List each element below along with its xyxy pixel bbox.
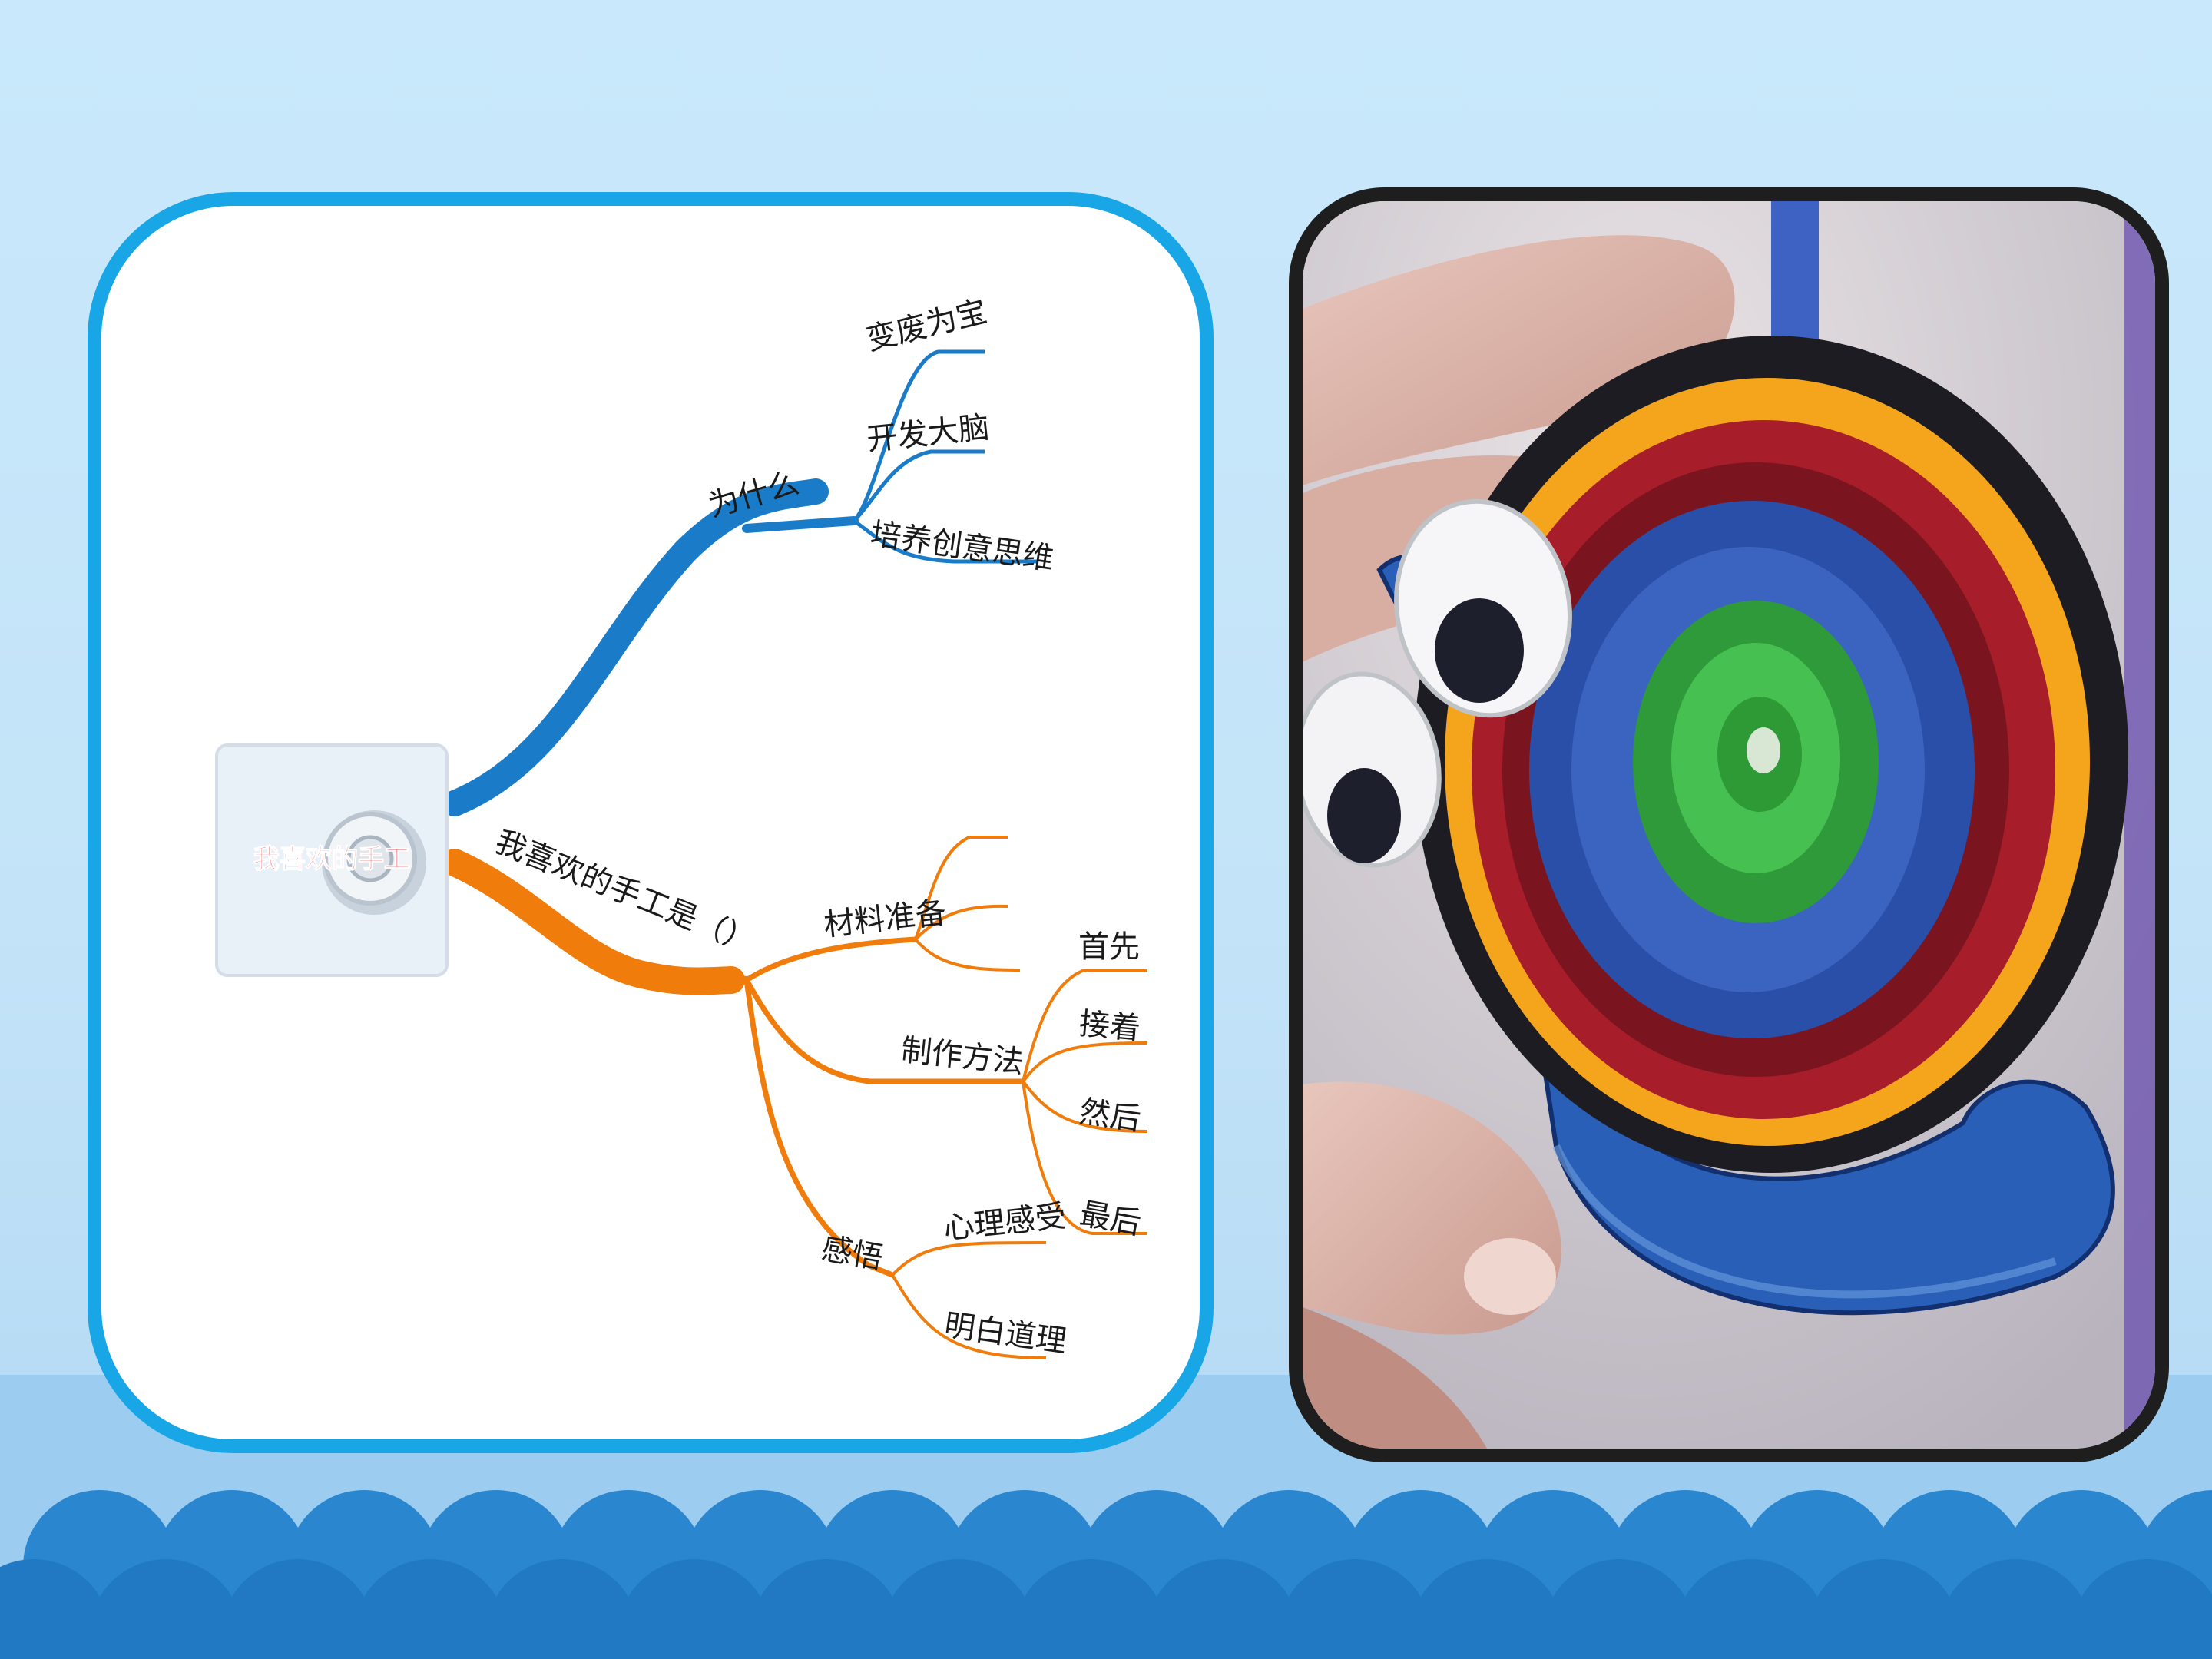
label-step-2: 接着 xyxy=(1078,1006,1142,1047)
center-label: 我喜欢的手工 xyxy=(253,844,410,875)
branch-insight xyxy=(743,979,894,1278)
scallop xyxy=(89,1559,243,1659)
quilled-snail-photo xyxy=(1303,201,2155,1449)
branch-step-3 xyxy=(1022,1080,1148,1133)
blue-strip xyxy=(1771,201,1819,363)
branch-materials-a xyxy=(914,836,1008,940)
label-insight-1: 心理感受 xyxy=(942,1198,1068,1246)
finger-top xyxy=(1303,235,1735,485)
googly-eye-right xyxy=(1394,498,1572,718)
scallop xyxy=(353,1559,507,1659)
scallop xyxy=(1674,1559,1828,1659)
scallop xyxy=(1542,1559,1696,1659)
center-node: 我喜欢的手工 xyxy=(215,743,449,977)
branch-step-4 xyxy=(1022,1081,1147,1235)
label-step-1: 首先 xyxy=(1078,929,1140,965)
branch-craft-tail xyxy=(638,970,747,984)
branch-why-tail xyxy=(742,516,859,533)
branch-insight-1 xyxy=(891,1241,1047,1277)
branch-materials xyxy=(745,936,916,982)
snail-shell xyxy=(1414,336,2128,1173)
scallop xyxy=(2071,1559,2212,1659)
scallop xyxy=(618,1559,771,1659)
scallop xyxy=(1410,1559,1564,1659)
scallop xyxy=(750,1559,903,1659)
label-why-3: 培养创意思维 xyxy=(869,516,1056,577)
branch-step-1 xyxy=(1022,969,1147,1082)
branch-why xyxy=(442,478,829,816)
scallop xyxy=(0,1559,111,1659)
mindmap-diagram: 我喜欢的手工 为什么 变废为宝 开发大脑 培养创意思维 我喜欢的手工是（） 材料… xyxy=(215,293,1148,1359)
label-step-4: 最后 xyxy=(1077,1197,1144,1242)
label-materials: 材料准备 xyxy=(822,895,948,942)
branch-why-3 xyxy=(853,519,1037,564)
label-insight-2: 明白道理 xyxy=(942,1307,1069,1359)
mindmap-card: 我喜欢的手工 为什么 变废为宝 开发大脑 培养创意思维 我喜欢的手工是（） 材料… xyxy=(88,192,1214,1453)
branch-step-2 xyxy=(1022,1041,1148,1083)
scallop xyxy=(882,1559,1035,1659)
scallop xyxy=(1278,1559,1432,1659)
label-step-3: 然后 xyxy=(1078,1094,1144,1137)
branch-materials-c xyxy=(914,938,1021,972)
branch-materials-b xyxy=(914,904,1008,941)
scallop xyxy=(221,1559,375,1659)
branch-craft xyxy=(441,849,745,995)
scallop-border xyxy=(0,1490,2212,1659)
googly-eye-left xyxy=(1303,671,1442,868)
scallop xyxy=(1939,1559,2092,1659)
scallop xyxy=(485,1559,639,1659)
branch-why-2 xyxy=(853,449,985,522)
label-method: 制作方法 xyxy=(899,1032,1025,1080)
branch-insight-2 xyxy=(891,1273,1047,1359)
scallop xyxy=(1014,1559,1167,1659)
branch-why-1 xyxy=(853,349,985,522)
scallop xyxy=(2203,1599,2212,1659)
branch-method xyxy=(743,979,1023,1084)
scallop xyxy=(1146,1559,1300,1659)
craft-photo-frame xyxy=(1289,187,2169,1462)
label-why-1: 变废为宝 xyxy=(863,293,990,357)
label-insight: 感悟 xyxy=(819,1231,886,1277)
scallop xyxy=(1806,1559,1960,1659)
